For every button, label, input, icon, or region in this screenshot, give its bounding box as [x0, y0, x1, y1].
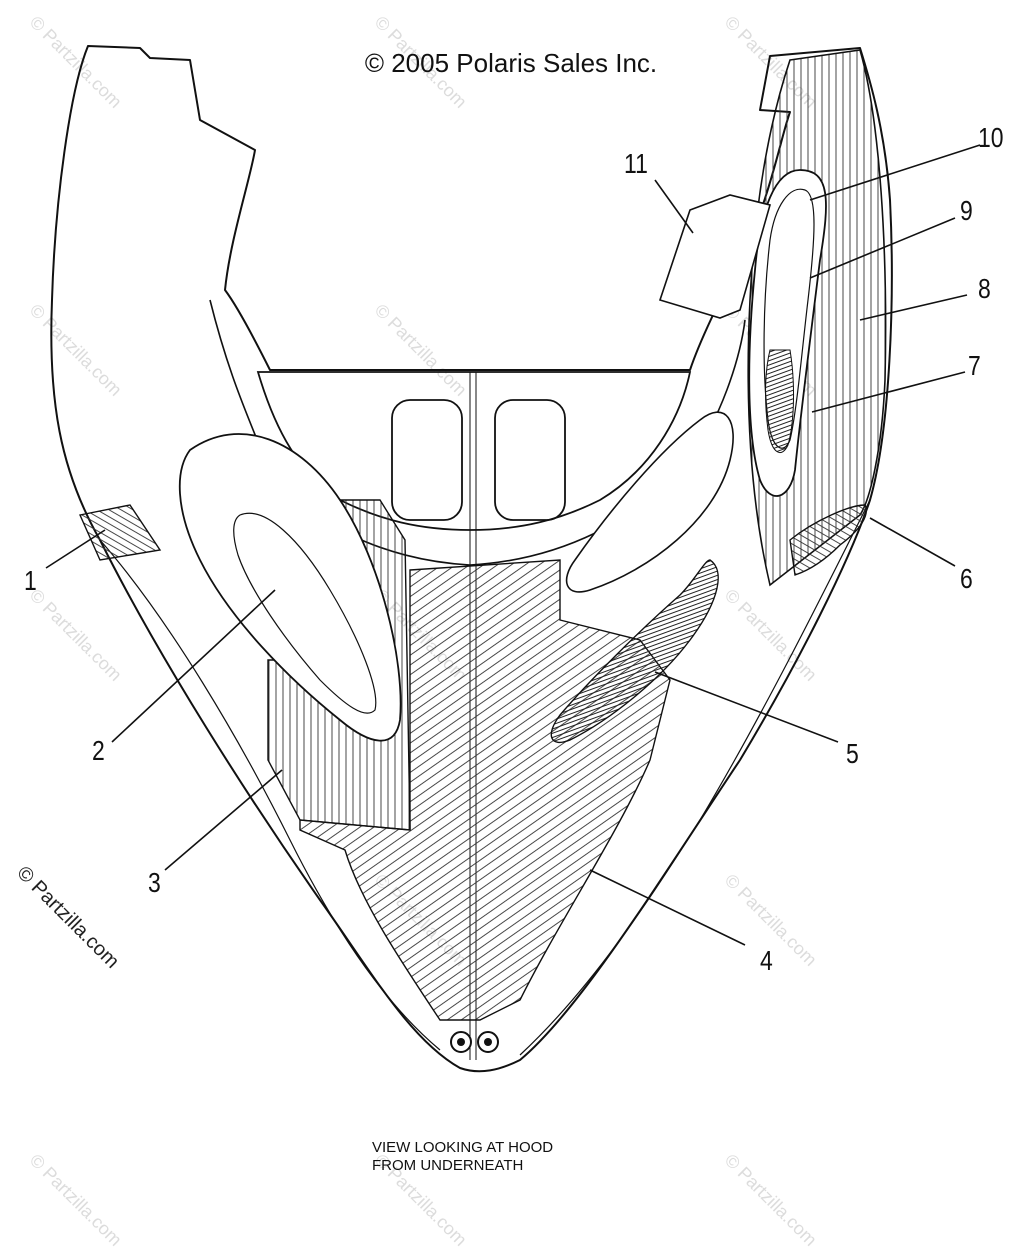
callout-10: 10	[978, 122, 1004, 153]
vent-oval-grille	[765, 349, 794, 454]
callout-4: 4	[760, 945, 773, 976]
callout-5: 5	[846, 738, 859, 769]
callout-2: 2	[92, 735, 105, 766]
caption-line-2: FROM UNDERNEATH	[372, 1157, 524, 1174]
caption-line-1: VIEW LOOKING AT HOOD	[372, 1139, 554, 1156]
scoop-right-upper	[565, 411, 734, 593]
hood-drawing	[45, 45, 981, 1073]
callout-9: 9	[960, 195, 973, 226]
copyright-notice: © 2005 Polaris Sales Inc.	[364, 48, 658, 78]
callout-7: 7	[968, 350, 981, 381]
callout-3: 3	[148, 867, 161, 898]
parts-diagram: © Partzilla.com © Partzilla.com © Partzi…	[12, 12, 1004, 1250]
callout-6: 6	[960, 563, 973, 594]
decal-left-small	[79, 504, 162, 561]
callout-11: 11	[624, 148, 648, 179]
diagram-caption: VIEW LOOKING AT HOOD FROM UNDERNEATH	[372, 1139, 553, 1175]
scoop-right	[550, 559, 719, 743]
callout-1: 1	[24, 565, 37, 596]
scoop-left-inner	[233, 512, 377, 714]
decal-center-front	[299, 559, 671, 1021]
decal-lower-right	[789, 504, 867, 576]
callout-8: 8	[978, 273, 991, 304]
